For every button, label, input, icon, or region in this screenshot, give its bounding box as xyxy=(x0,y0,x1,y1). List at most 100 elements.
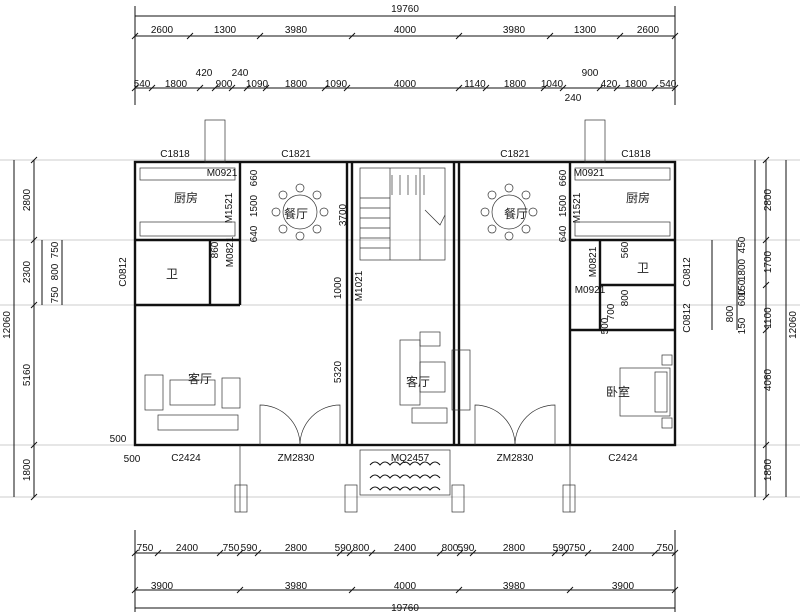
dimension-tick xyxy=(482,84,490,92)
top-row1-dimension: 2600 xyxy=(637,25,660,36)
dimension-tick xyxy=(613,84,621,92)
dimension-tick xyxy=(154,549,162,557)
interior-dimension: 1500 xyxy=(249,194,260,217)
living-furniture-left xyxy=(144,374,241,431)
dimension-tick xyxy=(762,441,770,449)
room-kitchen-right: 厨房 xyxy=(626,190,650,205)
interior-dimension: 1000 xyxy=(333,276,344,299)
dimension-tick xyxy=(559,84,567,92)
side-dimension-frame xyxy=(13,160,787,497)
bottom-row1-dimension: 750 xyxy=(137,543,154,554)
dimension-tick xyxy=(346,549,354,557)
right-inner-dimension: 150 xyxy=(737,279,748,296)
dimension-tick xyxy=(196,84,204,92)
entry-doors xyxy=(259,404,556,446)
dimension-tick xyxy=(455,84,463,92)
bottom-row1-dimension: 2400 xyxy=(612,543,635,554)
bottom-row1-dimension: 2400 xyxy=(176,543,199,554)
right-inner-dimension: 150 xyxy=(737,317,748,334)
dimension-tick xyxy=(336,549,344,557)
dimension-tick xyxy=(651,84,659,92)
dimension-tick xyxy=(321,84,329,92)
bottom-row1-dimension: 800 xyxy=(353,543,370,554)
left-total-dimension: 12060 xyxy=(2,311,13,339)
dimension-tick xyxy=(561,549,569,557)
bottom-row1-dimension: 750 xyxy=(223,543,240,554)
dining-table-left xyxy=(271,183,329,241)
top-row2-dimension: 240 xyxy=(232,68,249,79)
right-total-dimension: 12060 xyxy=(788,311,799,339)
bottom-row2-dimension: 4000 xyxy=(394,581,417,592)
opening-label-mq2457: MQ2457 xyxy=(391,453,430,464)
top-row2-dimension: 420 xyxy=(196,68,213,79)
interior-dimension: 5320 xyxy=(333,360,344,383)
top-row2-dimension: 420 xyxy=(601,79,618,90)
top-row2-dimension: 4000 xyxy=(394,79,417,90)
right-inner-dimension: 1800 xyxy=(737,258,748,281)
top-row1-dimension: 3980 xyxy=(285,25,308,36)
dimension-tick xyxy=(596,84,604,92)
dimension-tick xyxy=(762,281,770,289)
top-row2-dimension: 1800 xyxy=(165,79,188,90)
top-row1-dimension: 1300 xyxy=(574,25,597,36)
opening-label-c1821: C1821 xyxy=(281,149,311,160)
bottom-row1-dimension: 750 xyxy=(569,543,586,554)
interior-dimension: 500 xyxy=(600,317,611,334)
dimension-tick xyxy=(148,84,156,92)
room-bathroom-right: 卫 xyxy=(637,261,649,275)
dimension-tick xyxy=(762,326,770,334)
top-row1-dimension: 4000 xyxy=(394,25,417,36)
left-inner-dimension: 750 xyxy=(50,241,61,258)
right-outer-dimension: 1700 xyxy=(763,250,774,273)
staircase xyxy=(359,167,446,261)
dimension-tick xyxy=(30,493,38,501)
right-outer-dimension: 1800 xyxy=(763,458,774,481)
top-dimension-frame xyxy=(134,6,676,105)
top-row2-dimension: 900 xyxy=(582,68,599,79)
dimension-tick xyxy=(455,32,463,40)
opening-label-c1818-right: C1818 xyxy=(621,149,651,160)
dimension-tick xyxy=(30,301,38,309)
dimension-tick xyxy=(243,84,251,92)
dimension-tick xyxy=(30,156,38,164)
dimension-ticks xyxy=(30,32,770,594)
dimension-tick xyxy=(762,493,770,501)
dimension-tick xyxy=(584,549,592,557)
dimension-tick xyxy=(546,32,554,40)
porch xyxy=(204,119,606,513)
right-outer-dimension: 1100 xyxy=(763,307,774,329)
interior-dimension: 860 xyxy=(210,241,221,258)
bottom-row2-dimension: 3900 xyxy=(612,581,635,592)
planter-hatch xyxy=(369,461,441,491)
room-bathroom-left: 卫 xyxy=(166,267,178,281)
room-kitchen-left: 厨房 xyxy=(174,190,198,205)
dimension-tick xyxy=(671,32,679,40)
dimension-tick xyxy=(348,586,356,594)
bottom-row2-dimension: 3980 xyxy=(503,581,526,592)
top-row2-dimension: 1800 xyxy=(625,79,648,90)
bottom-row1-dimension: 590 xyxy=(553,543,570,554)
right-inner-dimension: 450 xyxy=(737,236,748,253)
dimension-tick xyxy=(30,236,38,244)
left-outer-dimension: 5160 xyxy=(22,363,33,386)
dimension-tick xyxy=(236,586,244,594)
dimension-tick xyxy=(456,549,464,557)
top-row2-dimension: 1800 xyxy=(285,79,308,90)
opening-label-m0921: M0921 xyxy=(207,168,238,179)
dimension-tick xyxy=(455,586,463,594)
dimension-tick xyxy=(566,586,574,594)
left-outer-dimension: 1800 xyxy=(22,458,33,481)
dimension-tick xyxy=(368,549,376,557)
dimension-tick xyxy=(131,586,139,594)
top-row2-dimension: 540 xyxy=(660,79,677,90)
room-living-center: 客厅 xyxy=(406,374,430,389)
walls xyxy=(133,160,677,447)
opening-label-c1818: C1818 xyxy=(160,149,190,160)
left-outer-dimension: 2300 xyxy=(22,260,33,283)
top-row1-dimension: 1300 xyxy=(214,25,237,36)
top-row2-dimension: 1090 xyxy=(246,79,269,90)
interior-dimension: 500 xyxy=(110,434,127,445)
